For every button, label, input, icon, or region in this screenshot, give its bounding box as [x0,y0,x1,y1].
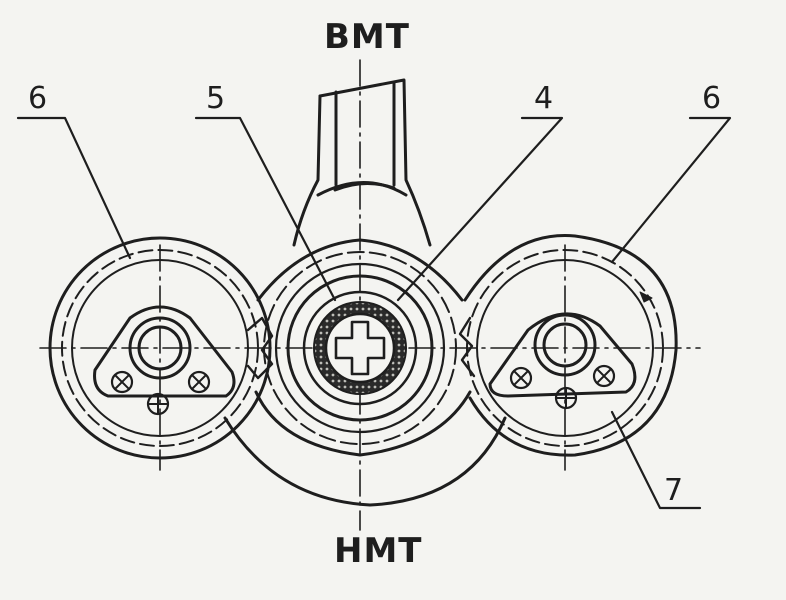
center-lines [39,59,701,531]
bottom-dead-center-label: HMT [334,531,423,571]
callout-crank-journal: 4 [534,81,554,116]
callout-right-gear: 6 [702,81,722,116]
splined-bore [334,320,386,376]
leader-lines [16,116,732,510]
right-gear [463,234,678,457]
connecting-rod [292,78,432,247]
crank-gear [223,238,507,507]
callout-crank-gear: 5 [206,81,226,116]
callout-counterweight: 7 [664,473,684,508]
left-gear [48,236,272,460]
top-dead-center-label: BMT [324,17,410,57]
callout-left-gear: 6 [28,81,48,116]
